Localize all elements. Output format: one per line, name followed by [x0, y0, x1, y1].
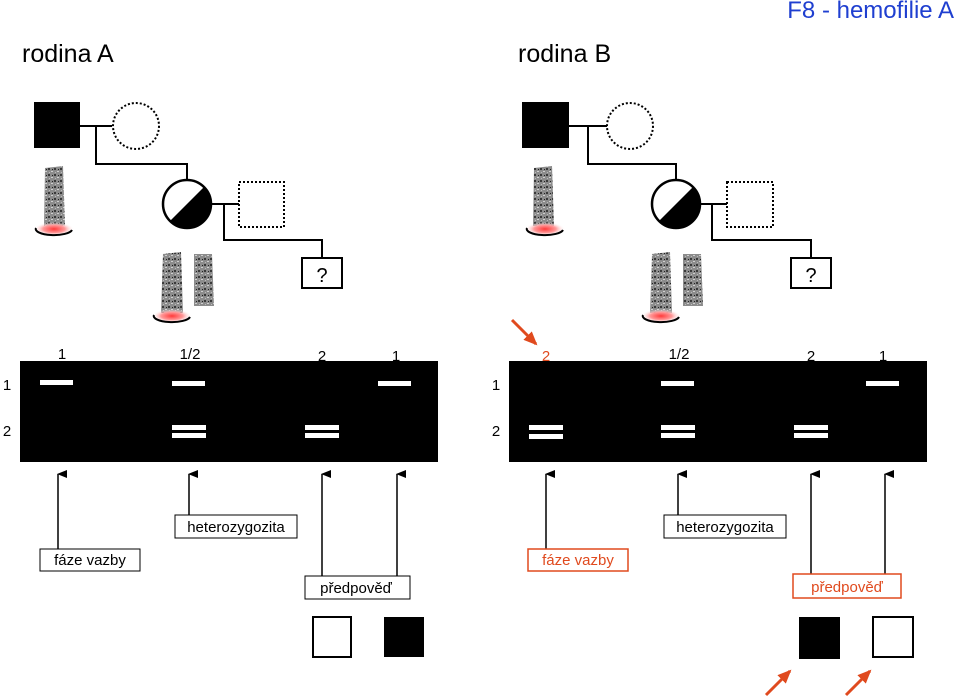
lane-label-highlight: 2: [542, 348, 550, 365]
row-label: 2: [3, 423, 11, 440]
highlight-arrow: [510, 318, 538, 346]
band: [378, 381, 411, 386]
mother-chromosome-pair: [641, 252, 703, 324]
row-label: 1: [492, 377, 500, 394]
phase-box: [527, 548, 629, 572]
band: [305, 425, 339, 430]
carrier-female-mother: [161, 178, 213, 230]
band: [305, 433, 339, 438]
lane-label: 1: [879, 348, 887, 365]
affected-male-grandfather: [522, 102, 569, 148]
predicted-affected-square: [799, 617, 840, 659]
band: [172, 433, 206, 438]
grandfather-chromosome: [34, 166, 74, 237]
father-square: [238, 181, 285, 228]
prediction-label: předpověď: [320, 580, 393, 597]
page-title: F8 - hemofilie A: [787, 0, 954, 24]
band: [794, 433, 828, 438]
band: [172, 425, 206, 430]
phase-label: fáze vazby: [54, 552, 126, 569]
phase-label: fáze vazby: [542, 552, 614, 569]
band: [661, 433, 695, 438]
lane-label: 1/2: [180, 346, 201, 363]
band: [172, 381, 205, 386]
family-b-pedigree: ?: [522, 102, 832, 324]
heterozygosity-label: heterozygozita: [187, 519, 285, 536]
prediction-label: předpověď: [811, 579, 884, 596]
highlight-arrow: [844, 669, 872, 697]
father-square: [726, 181, 774, 228]
band: [529, 425, 563, 430]
family-a-label: rodina A: [22, 40, 114, 68]
prediction-box: [304, 575, 411, 600]
predicted-unaffected-square: [312, 616, 352, 658]
phase-box: [39, 548, 141, 572]
gel-panel: [509, 361, 927, 462]
band: [40, 380, 73, 385]
unknown-symbol: ?: [805, 265, 816, 287]
predicted-affected-square: [384, 617, 424, 657]
row-label: 1: [3, 377, 11, 394]
band: [529, 434, 563, 439]
family-a-gel: 1 1/2 2 1 1 2 heterozygozita fáze vazby …: [3, 346, 438, 658]
heterozygosity-box: [174, 514, 298, 539]
row-label: 2: [492, 423, 500, 440]
band: [866, 381, 899, 386]
unknown-symbol: ?: [316, 265, 327, 287]
band: [794, 425, 828, 430]
family-a-pedigree: ?: [34, 102, 343, 324]
grandmother-circle: [112, 102, 160, 150]
heterozygosity-box: [663, 514, 787, 539]
family-b-label: rodina B: [518, 40, 612, 68]
carrier-female-mother: [650, 178, 702, 230]
lane-label: 1: [392, 348, 400, 365]
predicted-unaffected-square: [872, 616, 914, 658]
affected-male-grandfather: [34, 102, 80, 148]
highlight-arrow: [764, 669, 792, 697]
heterozygosity-label: heterozygozita: [676, 519, 774, 536]
band: [661, 425, 695, 430]
grandmother-circle: [606, 102, 654, 150]
family-b-gel: 2 1/2 2 1 1 2 heterozygozita fáze vazby …: [492, 318, 927, 697]
unknown-fetus-square: [301, 257, 343, 289]
lane-label: 1/2: [669, 346, 690, 363]
grandfather-chromosome: [525, 166, 565, 237]
gel-panel: [20, 361, 438, 462]
unknown-fetus-square: [790, 257, 832, 289]
prediction-box: [792, 573, 902, 599]
lane-label: 2: [318, 348, 326, 365]
mother-chromosome-pair: [152, 252, 214, 324]
lane-label: 2: [807, 348, 815, 365]
band: [661, 381, 694, 386]
lane-label: 1: [58, 346, 66, 363]
